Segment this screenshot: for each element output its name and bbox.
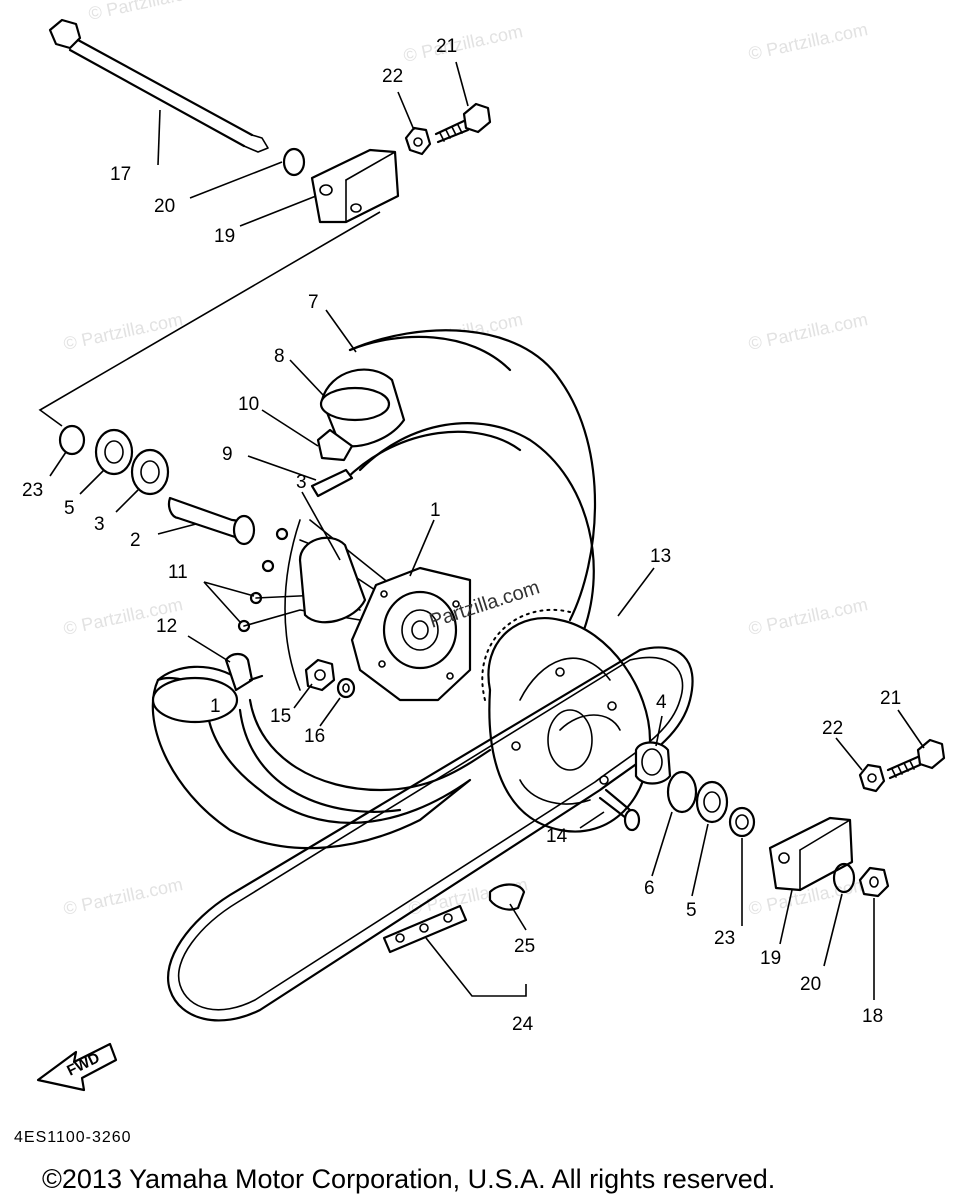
right-hub-parts [598, 741, 756, 838]
label-5b: 5 [686, 900, 697, 921]
label-7: 7 [308, 292, 319, 313]
watermark: © Partzilla.com [87, 0, 210, 24]
left-hub-parts [58, 424, 256, 546]
watermark: © Partzilla.com [62, 874, 185, 919]
chain-adjuster-top [282, 102, 492, 224]
label-24: 24 [512, 1014, 534, 1035]
label-20: 20 [154, 196, 175, 217]
label-23b: 23 [714, 928, 735, 949]
rim-band-8 [319, 368, 406, 448]
label-19b: 19 [760, 948, 781, 969]
label-16: 16 [304, 726, 325, 747]
drive-chain-24 [167, 646, 694, 1022]
label-1b: 1 [210, 696, 221, 717]
label-5: 5 [64, 498, 75, 519]
tube-valve-12 [224, 652, 264, 692]
label-21: 21 [436, 36, 457, 57]
washer-16 [336, 677, 356, 699]
label-22b: 22 [822, 718, 843, 739]
copyright-notice: ©2013 Yamaha Motor Corporation, U.S.A. A… [42, 1164, 775, 1194]
label-8: 8 [274, 346, 285, 367]
assembly-line [38, 211, 381, 427]
hub-1 [298, 536, 472, 702]
label-13: 13 [650, 546, 671, 567]
label-10: 10 [238, 394, 259, 415]
label-3: 3 [94, 514, 105, 535]
watermark: © Partzilla.com [747, 594, 870, 639]
label-23: 23 [22, 480, 43, 501]
wheel-rim [238, 422, 595, 813]
label-17: 17 [110, 164, 131, 185]
label-21b: 21 [880, 688, 901, 709]
watermark: © Partzilla.com [402, 21, 525, 66]
label-3b: 3 [296, 472, 307, 493]
leader-lines [49, 61, 925, 1000]
label-11: 11 [168, 562, 188, 583]
sprocket-13 [481, 608, 652, 833]
diagram-code: 4ES1100-3260 [14, 1129, 132, 1146]
label-19: 19 [214, 226, 235, 247]
hub-nut-15 [304, 658, 336, 692]
valve-10 [316, 428, 354, 462]
label-6: 6 [644, 878, 655, 899]
tire-7 [151, 329, 596, 850]
chain-adjuster-right [768, 738, 946, 898]
label-2: 2 [130, 530, 141, 551]
chain-clip-25 [488, 883, 526, 911]
label-15: 15 [270, 706, 291, 727]
label-18: 18 [862, 1006, 883, 1027]
rim-lock-9 [310, 468, 354, 498]
forward-arrow: FWD [36, 1042, 118, 1092]
label-12: 12 [156, 616, 177, 637]
watermark: © Partzilla.com [747, 309, 870, 354]
label-1: 1 [430, 500, 441, 521]
label-9: 9 [222, 444, 233, 465]
watermark: © Partzilla.com [747, 19, 870, 64]
label-25: 25 [514, 936, 535, 957]
label-20b: 20 [800, 974, 821, 995]
watermark: © Partzilla.com [62, 309, 185, 354]
master-link-24 [382, 904, 468, 954]
label-22: 22 [382, 66, 403, 87]
part-labels: 17 20 19 22 21 7 8 10 9 23 5 3 2 3 1 11 … [22, 36, 901, 1035]
label-14: 14 [546, 826, 568, 847]
label-4: 4 [656, 692, 667, 713]
axle-17 [48, 18, 269, 153]
